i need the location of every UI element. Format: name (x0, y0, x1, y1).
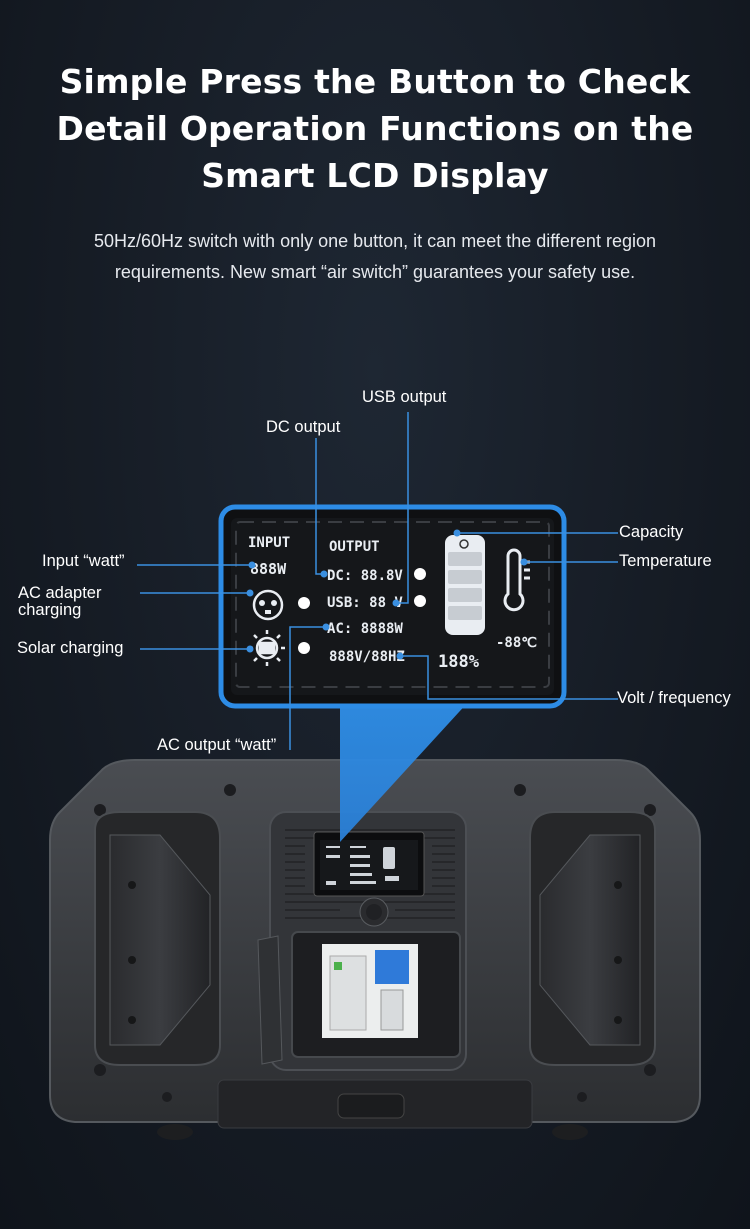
lcd-usb: USB: 88 V (327, 595, 403, 611)
right-handle (529, 811, 656, 1066)
lcd-input-watts: 888W (250, 560, 287, 578)
lcd-volt-hz: 888V/88HZ (329, 649, 405, 665)
label-input-watt: Input “watt” (42, 552, 125, 570)
label-ac-adapter: AC adapter charging (18, 584, 102, 619)
indicator-dot (298, 597, 310, 609)
indicator-dot (298, 642, 310, 654)
label-capacity: Capacity (619, 523, 684, 541)
center-panel (257, 811, 467, 1071)
lcd-percent: 188% (438, 652, 480, 672)
lcd-display: INPUT OUTPUT 888W DC: 88.8V USB: 88 V AC… (218, 504, 567, 709)
label-ac-output-watt: AC output “watt” (157, 736, 277, 754)
lcd-output-label: OUTPUT (329, 539, 380, 555)
label-usb-output: USB output (362, 388, 447, 406)
label-volt-frequency: Volt / frequency (617, 689, 731, 707)
description: 50Hz/60Hz switch with only one button, i… (94, 231, 656, 282)
indicator-dot (414, 568, 426, 580)
lcd-dc: DC: 88.8V (327, 568, 403, 584)
indicator-dot (414, 595, 426, 607)
left-handle (94, 811, 221, 1066)
callout-beam (340, 700, 470, 842)
ac-adapter-icon (252, 589, 284, 621)
page-title: Simple Press the Button to Check Detail … (56, 62, 694, 195)
label-temperature: Temperature (619, 552, 712, 570)
lcd-input-label: INPUT (248, 535, 290, 551)
leader-lines (137, 412, 618, 750)
lcd-temp: -88℃ (496, 635, 537, 651)
label-dc-output: DC output (266, 418, 341, 436)
label-solar: Solar charging (17, 639, 124, 657)
battery-icon (445, 535, 485, 635)
lcd-ac: AC: 8888W (327, 621, 403, 637)
